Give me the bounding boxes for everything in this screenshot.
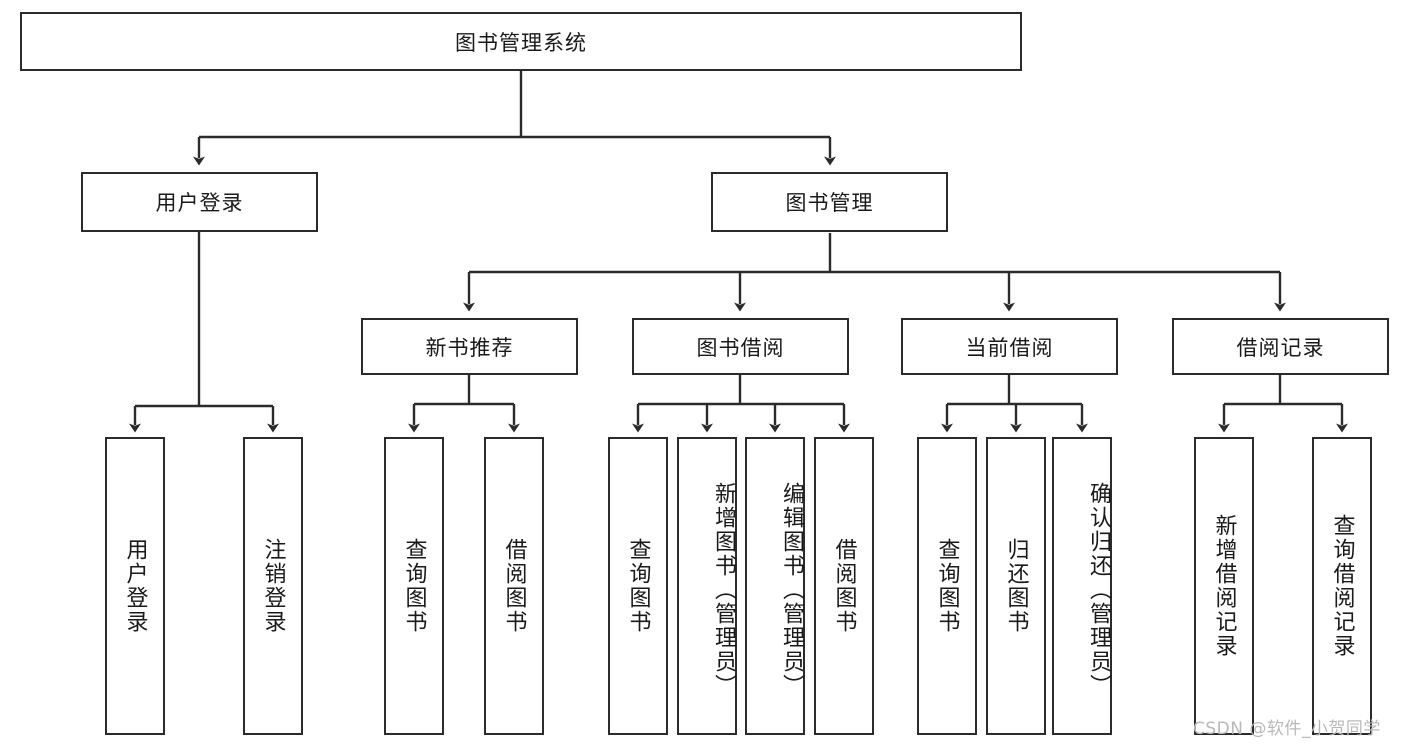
node-label: 图书借阅 [696,335,785,360]
node-current-borrow[interactable]: 当前借阅 [901,318,1118,375]
node-label: 借阅图书 [501,538,527,634]
node-label: 借阅记录 [1236,335,1325,360]
node-leaf-edit-book[interactable]: 编辑图书（管理员） [745,437,805,735]
node-label: 当前借阅 [965,335,1054,360]
node-book-management[interactable]: 图书管理 [711,172,948,232]
node-label: 查询图书 [625,538,651,634]
node-label: 查询借阅记录 [1329,514,1355,658]
node-label: 图书管理系统 [455,30,587,55]
node-leaf-user-login[interactable]: 用户登录 [105,437,165,735]
node-book-management-system[interactable]: 图书管理系统 [20,12,1022,71]
node-label: 用户登录 [155,191,244,215]
node-user-login[interactable]: 用户登录 [81,172,318,232]
node-leaf-query-book-2[interactable]: 查询图书 [608,437,668,735]
node-label: 新增图书（管理员） [711,482,736,698]
node-book-borrow[interactable]: 图书借阅 [632,318,849,375]
node-leaf-logout-login[interactable]: 注销登录 [243,437,303,735]
node-label: 查询图书 [401,538,427,634]
node-leaf-confirm-return[interactable]: 确认归还（管理员） [1052,437,1112,735]
node-leaf-borrow-book-1[interactable]: 借阅图书 [484,437,544,735]
node-label: 新增借阅记录 [1211,514,1237,658]
node-label: 归还图书 [1003,538,1029,634]
node-label: 查询图书 [934,538,960,634]
node-leaf-query-book-1[interactable]: 查询图书 [384,437,444,735]
node-leaf-return-book[interactable]: 归还图书 [986,437,1046,735]
node-leaf-add-book[interactable]: 新增图书（管理员） [677,437,737,735]
node-leaf-borrow-book-2[interactable]: 借阅图书 [814,437,874,735]
node-new-book-recommend[interactable]: 新书推荐 [361,318,578,375]
watermark-text: CSDN @软件_小贺同学 [1193,719,1381,739]
node-label: 编辑图书（管理员） [779,482,804,698]
node-leaf-add-record[interactable]: 新增借阅记录 [1194,437,1254,735]
node-label: 用户登录 [122,538,148,634]
node-label: 确认归还（管理员） [1086,482,1111,698]
node-label: 注销登录 [260,538,286,634]
node-leaf-query-record[interactable]: 查询借阅记录 [1312,437,1372,735]
node-borrow-record[interactable]: 借阅记录 [1172,318,1389,375]
node-label: 图书管理 [785,191,874,215]
node-label: 新书推荐 [425,335,514,360]
node-label: 借阅图书 [831,538,857,634]
node-leaf-query-book-3[interactable]: 查询图书 [917,437,977,735]
